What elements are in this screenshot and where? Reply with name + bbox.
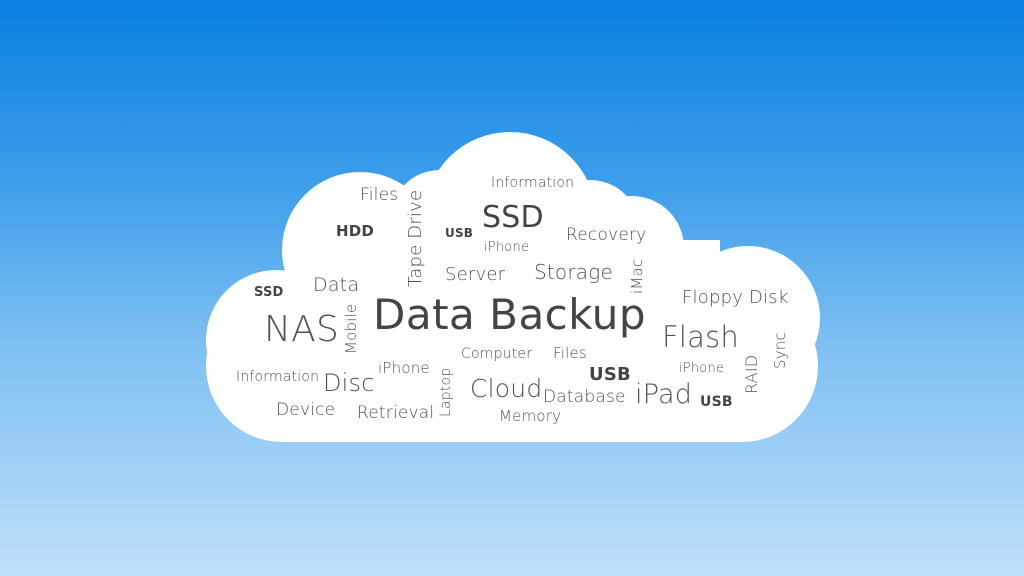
word-ssd-large: SSD bbox=[482, 200, 544, 235]
word-ssd-small: SSD bbox=[254, 285, 284, 300]
word-server: Server bbox=[445, 264, 506, 285]
word-laptop: Laptop bbox=[438, 367, 454, 417]
word-imac: iMac bbox=[628, 258, 646, 294]
word-iphone-right: iPhone bbox=[679, 361, 725, 376]
word-information-top: Information bbox=[491, 175, 575, 191]
word-device: Device bbox=[276, 400, 336, 420]
word-nas: NAS bbox=[264, 309, 340, 350]
word-hdd: HDD bbox=[336, 222, 375, 240]
word-usb-top: USB bbox=[445, 226, 474, 240]
word-computer: Computer bbox=[461, 346, 533, 362]
word-disc: Disc bbox=[323, 369, 375, 397]
word-raid: RAID bbox=[742, 354, 761, 394]
word-storage: Storage bbox=[534, 260, 613, 284]
word-mobile: Mobile bbox=[342, 303, 360, 354]
word-tape-drive: Tape Drive bbox=[405, 189, 426, 287]
word-flash: Flash bbox=[662, 320, 739, 354]
word-data-backup: Data Backup bbox=[373, 290, 647, 339]
word-retrieval: Retrieval bbox=[357, 403, 435, 423]
word-usb-mid: USB bbox=[589, 364, 631, 385]
word-cloud: Cloud bbox=[470, 374, 543, 403]
word-floppy-disk: Floppy Disk bbox=[682, 287, 789, 308]
word-files-top: Files bbox=[360, 185, 399, 205]
word-memory: Memory bbox=[499, 407, 562, 425]
word-recovery: Recovery bbox=[566, 225, 647, 245]
word-data: Data bbox=[313, 274, 360, 296]
word-information-left: Information bbox=[236, 369, 320, 385]
word-ipad: iPad bbox=[635, 379, 693, 410]
word-iphone-top: iPhone bbox=[484, 240, 530, 255]
word-usb-right: USB bbox=[700, 394, 733, 410]
word-iphone-left: iPhone bbox=[378, 359, 430, 377]
word-database: Database bbox=[543, 387, 626, 407]
word-files-mid: Files bbox=[553, 344, 587, 362]
word-sync: Sync bbox=[771, 332, 789, 369]
